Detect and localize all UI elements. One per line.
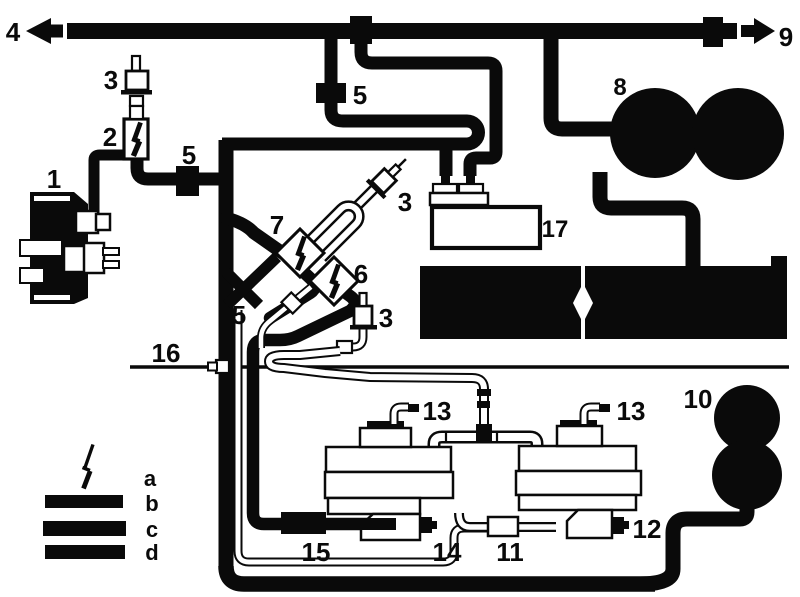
svg-text:c: c [146, 517, 158, 542]
svg-text:17: 17 [542, 216, 569, 243]
svg-text:8: 8 [613, 74, 626, 101]
svg-text:16: 16 [152, 338, 181, 368]
svg-text:14: 14 [433, 537, 462, 567]
svg-text:4: 4 [6, 17, 21, 47]
svg-text:3: 3 [398, 187, 412, 217]
svg-text:b: b [145, 491, 158, 516]
svg-text:9: 9 [779, 22, 793, 52]
svg-text:11: 11 [496, 537, 524, 567]
svg-text:d: d [145, 540, 158, 565]
svg-text:10: 10 [684, 384, 713, 414]
svg-text:3: 3 [379, 303, 393, 333]
svg-text:13: 13 [423, 396, 452, 426]
svg-text:7: 7 [270, 210, 284, 240]
svg-text:5: 5 [232, 300, 246, 330]
svg-text:2: 2 [103, 122, 117, 152]
svg-text:5: 5 [353, 80, 367, 110]
svg-text:1: 1 [47, 164, 61, 194]
svg-text:15: 15 [302, 537, 331, 567]
svg-text:a: a [144, 466, 157, 491]
svg-text:3: 3 [104, 65, 118, 95]
svg-text:6: 6 [354, 259, 368, 289]
svg-text:12: 12 [633, 514, 662, 544]
svg-text:13: 13 [617, 396, 646, 426]
svg-text:5: 5 [182, 140, 196, 170]
